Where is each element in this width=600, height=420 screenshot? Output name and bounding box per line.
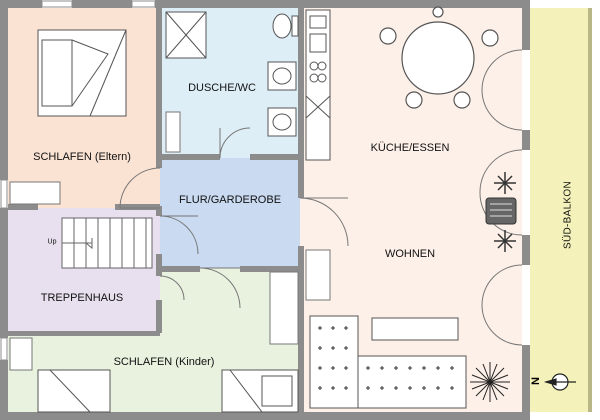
sofa-stitch: [345, 386, 347, 390]
bed-eltern: [37, 29, 127, 117]
balcony-railing: [588, 8, 592, 412]
compass-north-label: N: [529, 377, 542, 385]
label-schlafen-kinder: SCHLAFEN (Kinder): [113, 356, 215, 368]
sofa-stitch: [319, 326, 321, 330]
tv-icon: [485, 197, 517, 225]
sofa-stitch: [423, 386, 425, 390]
windows: [0, 0, 156, 361]
bed-kinder-right: [221, 369, 299, 413]
sofa-stitch: [319, 346, 321, 350]
room-treppenhaus-overlap: [8, 268, 160, 333]
sofa-stitch: [381, 386, 383, 390]
plant-icon-top: [494, 172, 516, 194]
balcony-sued: [530, 8, 592, 412]
sofa-stitch: [332, 386, 334, 390]
label-dusche-wc: DUSCHE/WC: [188, 82, 256, 94]
label-schlafen-eltern: SCHLAFEN (Eltern): [33, 151, 131, 163]
sofa-stitch: [451, 386, 453, 390]
sofa-stitch: [367, 366, 369, 370]
sofa-group: [309, 315, 467, 409]
label-kueche-essen: KÜCHE/ESSEN: [370, 142, 450, 154]
room-flur-garderobe: [160, 158, 300, 268]
bed-kinder-left: [37, 369, 111, 413]
label-wohnen: WOHNEN: [384, 248, 436, 260]
sofa-stitch: [423, 366, 425, 370]
sofa-stitch: [319, 366, 321, 370]
sofa-stitch: [381, 366, 383, 370]
label-flur-garderobe: FLUR/GARDEROBE: [178, 194, 282, 206]
sofa-stitch: [437, 366, 439, 370]
large-plant-icon: [470, 362, 510, 402]
plant-icon-bottom: [494, 230, 516, 252]
door-swings: [119, 49, 523, 346]
label-sued-balkon: SÜD-BALKON: [562, 180, 574, 250]
sofa-stitch: [345, 326, 347, 330]
wardrobes: [9, 111, 331, 371]
staircase: [61, 217, 153, 269]
walls: [0, 0, 530, 420]
compass-icon: [543, 373, 576, 391]
sofa-stitch: [332, 366, 334, 370]
sofa-stitch: [437, 386, 439, 390]
sofa-stitch: [409, 366, 411, 370]
sofa-stitch: [345, 366, 347, 370]
sofa-stitch: [332, 346, 334, 350]
sofa-stitch: [451, 366, 453, 370]
sofa-stitch: [409, 386, 411, 390]
sofa-pattern: [318, 326, 454, 390]
sofa-stitch: [395, 366, 397, 370]
bathroom-fixtures: [165, 11, 299, 137]
kitchen-counter: [305, 9, 331, 161]
sofa-stitch: [395, 386, 397, 390]
label-treppenhaus: TREPPENHAUS: [40, 292, 124, 304]
sofa-stitch: [367, 386, 369, 390]
sofa-stitch: [332, 326, 334, 330]
sofa-stitch: [345, 346, 347, 350]
dining-table: [379, 6, 499, 109]
sofa-stitch: [319, 386, 321, 390]
label-stairs-up: Up: [47, 238, 57, 246]
